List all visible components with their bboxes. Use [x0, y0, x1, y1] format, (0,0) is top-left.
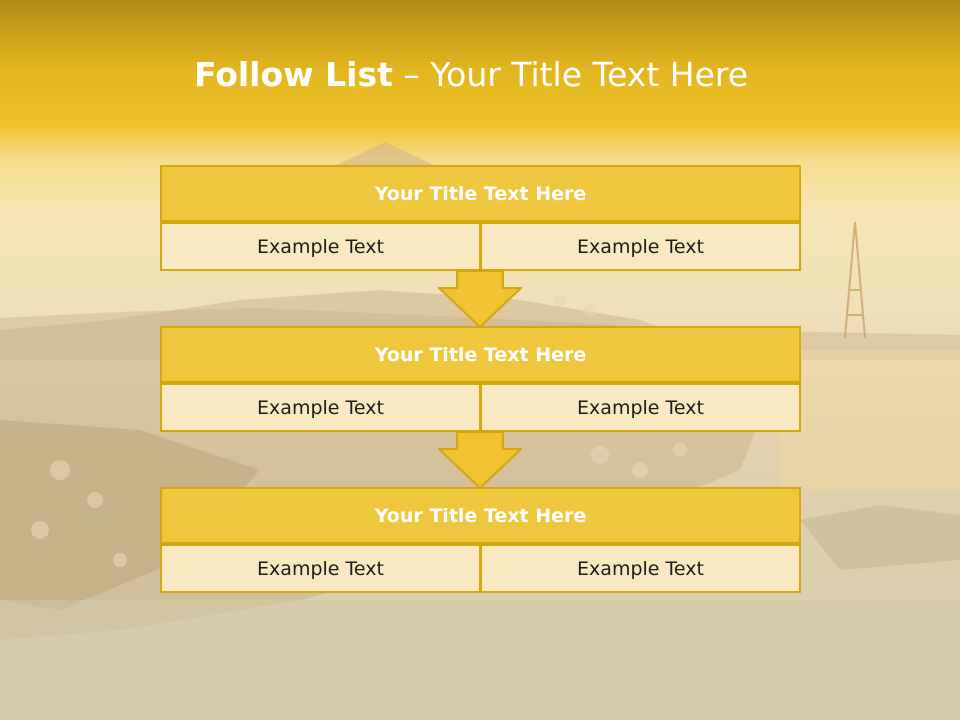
step-3-title: Your Title Text Here — [160, 487, 801, 544]
step-block-2: Your Title Text Here Example Text Exampl… — [160, 326, 801, 432]
step-1-left-text: Example Text — [160, 222, 481, 271]
step-2-left-text: Example Text — [160, 383, 481, 432]
title-rest: – Your Title Text Here — [392, 55, 749, 94]
step-block-3: Your Title Text Here Example Text Exampl… — [160, 487, 801, 593]
slide-title: Follow List – Your Title Text Here — [0, 52, 942, 98]
step-2-title: Your Title Text Here — [160, 326, 801, 383]
down-arrow-icon — [438, 270, 522, 328]
step-block-1: Your Title Text Here Example Text Exampl… — [160, 165, 801, 271]
down-arrow-icon — [438, 431, 522, 489]
step-1-title: Your Title Text Here — [160, 165, 801, 222]
step-3-left-text: Example Text — [160, 544, 481, 593]
step-2-right-text: Example Text — [480, 383, 801, 432]
step-3-right-text: Example Text — [480, 544, 801, 593]
step-1-right-text: Example Text — [480, 222, 801, 271]
title-lead: Follow List — [193, 55, 393, 94]
